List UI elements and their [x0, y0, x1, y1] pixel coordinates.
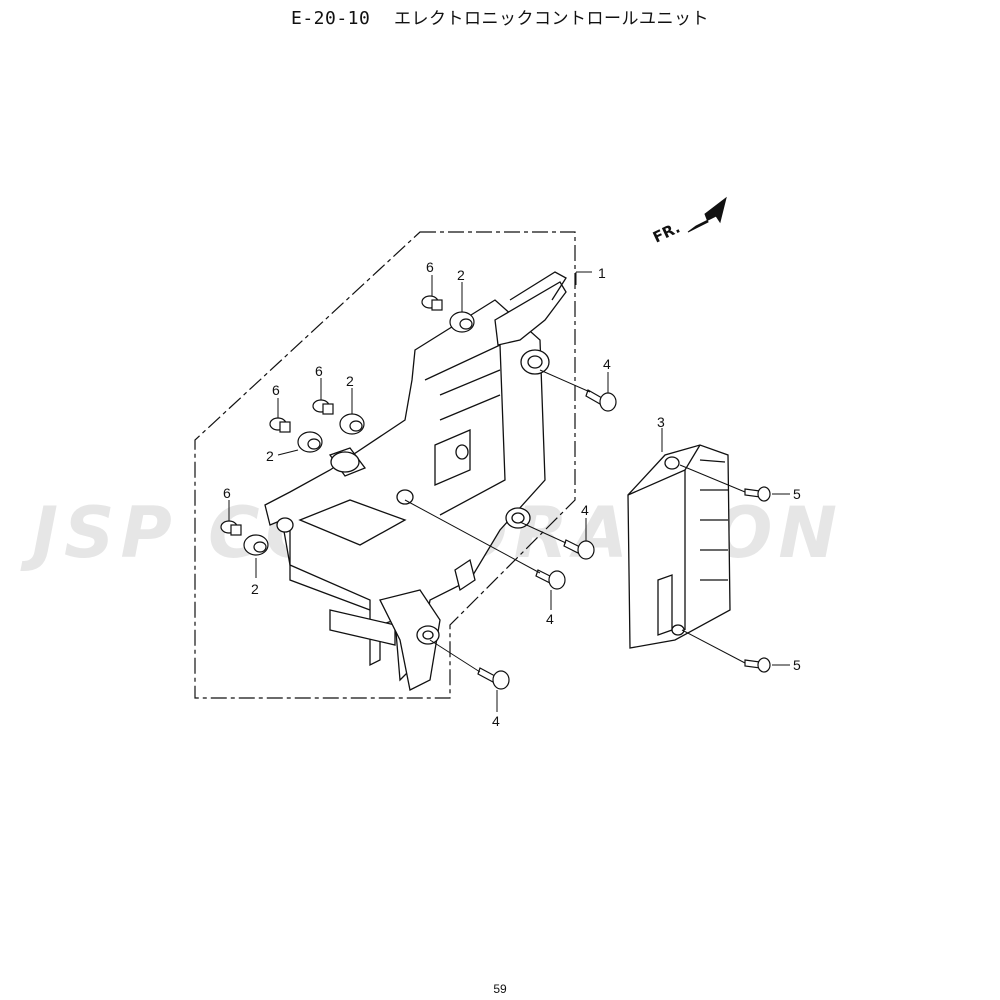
callout-part-6: 6	[426, 259, 434, 275]
front-direction-indicator: FR.	[650, 196, 727, 247]
control-unit-bracket	[264, 271, 567, 691]
assembly-boundary	[194, 231, 576, 699]
front-arrow-icon	[687, 196, 727, 233]
collar-group	[220, 295, 443, 536]
callout-part-2: 2	[457, 267, 465, 283]
callout-part-6: 6	[272, 382, 280, 398]
grommet-group	[243, 311, 475, 556]
callout-part-6: 6	[315, 363, 323, 379]
callout-part-4: 4	[492, 713, 500, 729]
callout-part-1: 1	[598, 265, 606, 281]
callout-part-4: 4	[603, 356, 611, 372]
callout-part-5: 5	[793, 657, 801, 673]
callout-part-4: 4	[581, 502, 589, 518]
callout-part-2: 2	[266, 448, 274, 464]
callout-labels: 1 2 2 2 2 3 4 4 4 4 5 5 6 6 6 6	[223, 259, 801, 729]
callout-part-6: 6	[223, 485, 231, 501]
electronic-control-unit	[627, 444, 731, 649]
callout-part-2: 2	[251, 581, 259, 597]
page-title: E-20-10 エレクトロニックコントロールユニット	[0, 4, 1000, 29]
front-direction-label: FR.	[650, 219, 683, 247]
page-number: 59	[493, 982, 507, 996]
callout-part-2: 2	[346, 373, 354, 389]
diagram-code: E-20-10	[291, 8, 371, 29]
callout-part-3: 3	[657, 414, 665, 430]
leader-lines	[228, 271, 790, 712]
diagram-title: エレクトロニックコントロールユニット	[393, 9, 709, 29]
bolt-group	[477, 389, 617, 690]
callout-part-4: 4	[546, 611, 554, 627]
screw-group	[744, 486, 771, 673]
callout-part-5: 5	[793, 486, 801, 502]
